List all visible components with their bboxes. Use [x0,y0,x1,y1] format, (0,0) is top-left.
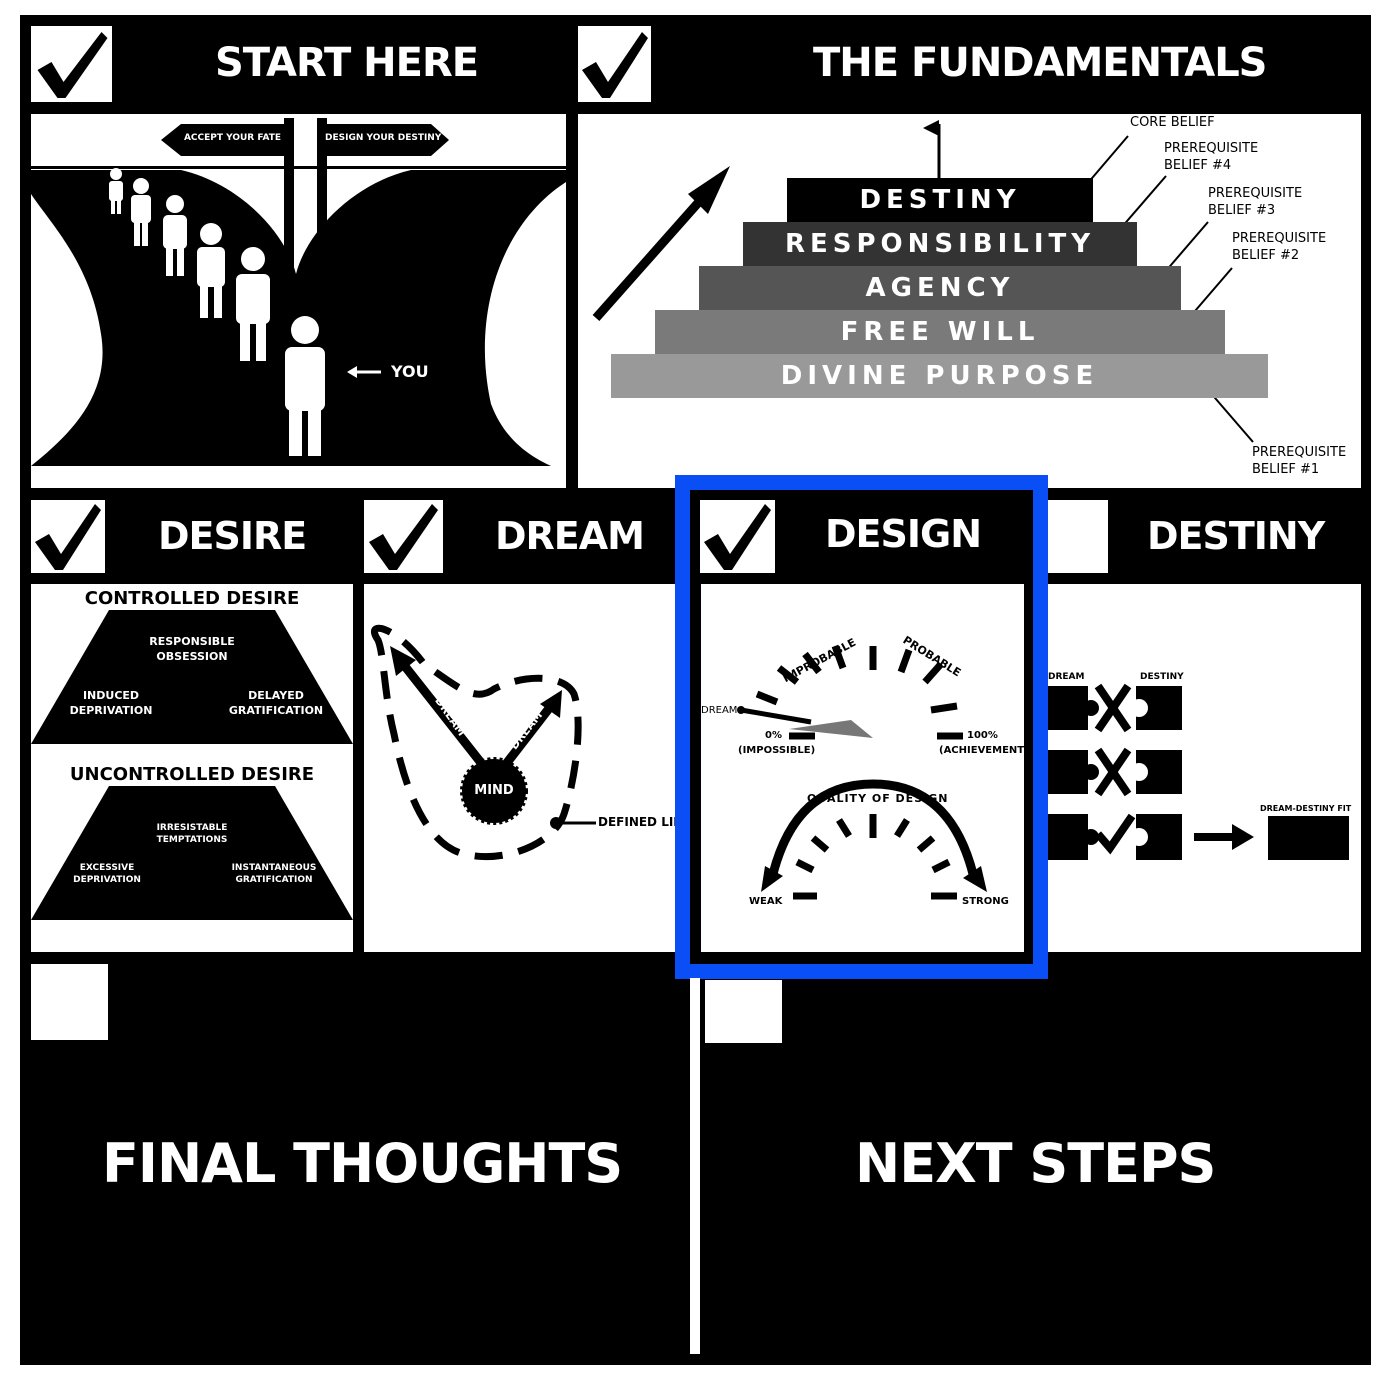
checkmark-icon [37,32,108,98]
final-thoughts-checkbox[interactable] [31,964,108,1040]
dream-pointer-label: DREAM [701,705,738,716]
next-steps-title[interactable]: NEXT STEPS [855,1132,1216,1195]
excessive-deprivation: EXCESSIVE DEPRIVATION [73,863,141,885]
checkmark-icon [35,504,101,570]
stair-responsibility: RESPONSIBILITY [743,222,1137,266]
design-panel[interactable]: IMPROBABLE PROBABLE DREAM 0% (IMPOSSIBLE… [701,584,1029,952]
fundamentals-panel[interactable]: DESTINY RESPONSIBILITY AGENCY FREE WILL … [578,114,1361,488]
defined-limit-label: DEFINED LIM [598,815,676,829]
crossroads-illustration [31,118,566,466]
irresistable-temptations: IRRESISTABLE TEMPTATIONS [156,823,228,845]
destiny-panel[interactable]: DREAM DESTINY DREAM-DESTINY FIT [1048,584,1361,952]
stair-divine-purpose: DIVINE PURPOSE [611,354,1268,398]
weak-label: WEAK [749,896,783,907]
responsible-obsession: RESPONSIBLE OBSESSION [149,635,235,663]
uncontrolled-desire-heading: UNCONTROLLED DESIRE [69,764,315,785]
checkmark-icon [704,504,771,570]
checkmark-icon [582,32,648,98]
controlled-desire-heading: CONTROLLED DESIRE [84,588,300,609]
fundamentals-checkbox[interactable] [578,26,651,102]
start-here-checkbox[interactable] [31,26,112,102]
stair-destiny: DESTINY [787,178,1093,222]
strong-label: STRONG [962,896,1009,907]
induced-deprivation: INDUCED DEPRIVATION [69,689,153,717]
mind-label: MIND [474,783,514,798]
design-selection-frame[interactable] [675,475,1048,979]
sign-design-destiny: DESIGN YOUR DESTINY [325,133,442,143]
delayed-gratification: DELAYED GRATIFICATION [228,689,324,717]
destiny-title[interactable]: DESTINY [1147,514,1325,558]
destiny-column-label: DESTINY [1140,672,1184,682]
next-steps-checkbox[interactable] [705,980,782,1043]
dream-title[interactable]: DREAM [495,514,645,558]
instantaneous-gratification: INSTANTANEOUS GRATIFICATION [231,863,317,885]
desire-panel[interactable]: CONTROLLED DESIRE RESPONSIBLE OBSESSION … [31,584,353,952]
start-here-panel[interactable]: ACCEPT YOUR FATE DESIGN YOUR DESTINY YOU [31,114,566,488]
puzzle-diagram [1048,683,1349,860]
dream-panel[interactable]: MIND DREAM DREAM DEFINED LIM [364,584,676,952]
design-checkbox[interactable] [700,500,775,573]
checkmark-icon [369,504,438,570]
you-label: YOU [391,362,429,381]
sign-accept-fate: ACCEPT YOUR FATE [183,133,282,143]
dream-checkbox[interactable] [364,500,443,573]
dream-column-label: DREAM [1048,672,1085,682]
desire-trapezoids [31,610,353,920]
dream-destiny-fit-label: DREAM-DESTINY FIT [1260,804,1352,813]
design-gauges [737,644,987,900]
final-thoughts-title[interactable]: FINAL THOUGHTS [102,1132,623,1195]
start-here-title[interactable]: START HERE [215,40,479,86]
stair-agency: AGENCY [699,266,1181,310]
gauge-max-sub: (ACHIEVEMENT) [939,745,1029,756]
quality-of-design-label: QUALITY OF DESIGN [807,792,949,805]
desire-title[interactable]: DESIRE [158,514,307,558]
stair-free-will: FREE WILL [655,310,1225,354]
destiny-checkbox[interactable] [1048,500,1108,573]
dream-diagram [371,624,596,861]
gauge-min-sub: (IMPOSSIBLE) [738,745,816,756]
gauge-max: 100% [967,730,998,741]
desire-checkbox[interactable] [31,500,105,573]
callout-core-belief: CORE BELIEF [1130,115,1215,130]
fundamentals-title[interactable]: THE FUNDAMENTALS [813,40,1267,86]
gauge-min: 0% [765,730,782,741]
design-title[interactable]: DESIGN [825,512,982,556]
bottom-divider [690,978,700,1354]
